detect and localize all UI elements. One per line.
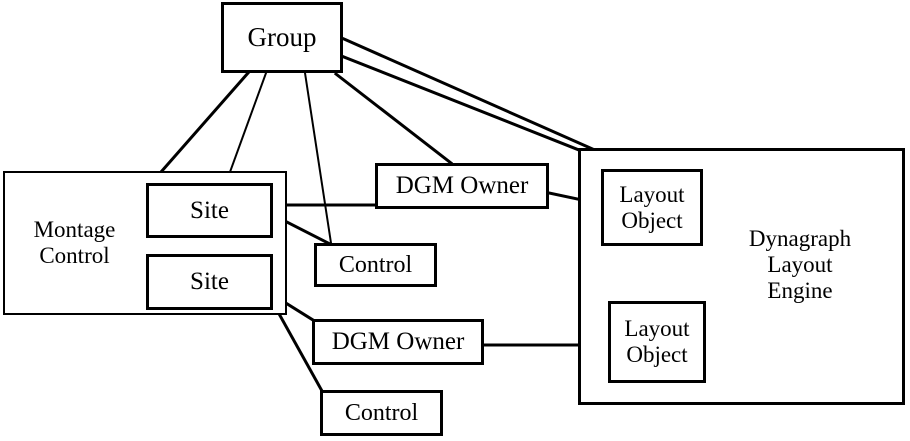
edge-group-to-site-1 bbox=[224, 71, 268, 185]
edge-group-to-montage bbox=[158, 70, 251, 175]
node-box-site-2[interactable] bbox=[146, 254, 273, 310]
node-box-site-1[interactable] bbox=[146, 183, 273, 238]
node-box-group[interactable] bbox=[221, 2, 343, 73]
edge-group-to-dgm-owner-1 bbox=[333, 71, 454, 166]
node-box-layout-obj-2[interactable] bbox=[608, 301, 706, 383]
edge-group-to-control-1 bbox=[303, 71, 333, 245]
edge-group-to-dynagraph bbox=[342, 55, 581, 152]
node-box-layout-obj-1[interactable] bbox=[601, 169, 703, 246]
node-box-control-1[interactable] bbox=[314, 243, 437, 287]
node-box-dgm-owner-1[interactable] bbox=[375, 163, 549, 209]
edge-site-2-to-control-2 bbox=[270, 300, 325, 394]
node-box-control-2[interactable] bbox=[320, 390, 443, 436]
node-box-dgm-owner-2[interactable] bbox=[312, 319, 484, 365]
